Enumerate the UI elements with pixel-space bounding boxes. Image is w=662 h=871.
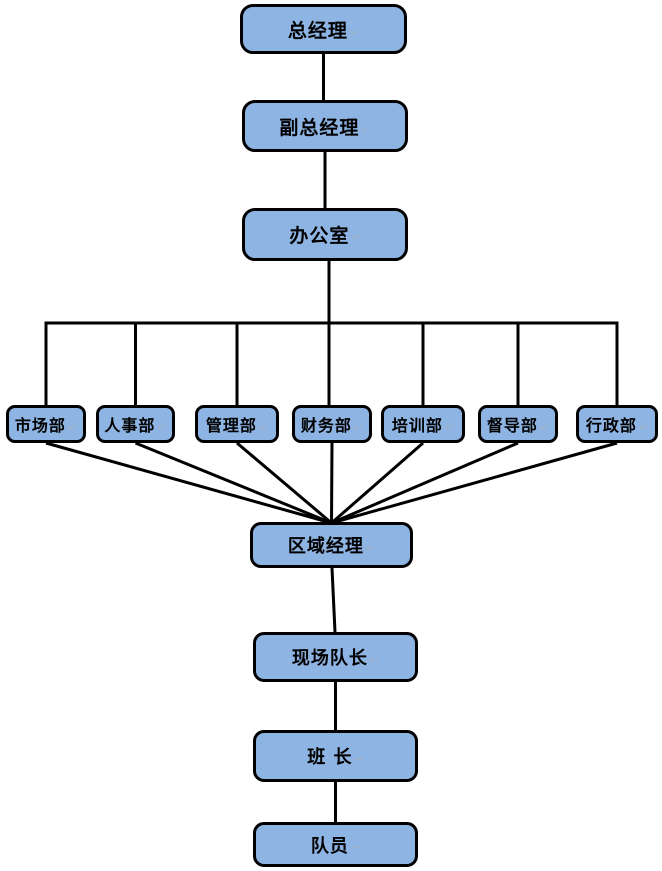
paragraph-mark-icon: ↵ [350,841,361,854]
node-deputy-general-manager: 副总经理↵ [242,100,408,152]
paragraph-mark-icon: ↵ [539,420,550,434]
paragraph-mark-icon: ↵ [351,231,361,244]
node-supervision-dept: 督导部↵ [478,405,558,443]
node-label: 班 长 [307,747,353,768]
node-team-member: 队员↵ [253,822,418,867]
node-site-team-leader: 现场队长↵ [253,632,418,682]
edge-marketing-regional [45,441,332,525]
edge-finance-regional [330,442,334,524]
paragraph-mark-icon: ↵ [258,420,269,434]
paragraph-mark-icon: ↵ [157,420,167,434]
edge-hr-regional [134,441,333,525]
node-management-dept: 管理部↵ [195,405,279,443]
node-general-manager: 总经理↵ [240,4,407,54]
paragraph-mark-icon: ↵ [349,25,360,39]
paragraph-mark-icon: ↵ [638,420,649,434]
node-label: 管理部 [205,416,257,435]
paragraph-mark-icon: ↵ [354,752,364,766]
node-label: 办公室 [289,225,350,247]
node-label: 队员 [310,835,349,857]
node-label: 副总经理 [279,116,360,139]
node-label: 行政部 [585,416,637,435]
node-admin-dept: 行政部↵ [576,405,658,443]
node-marketing-dept: 市场部↵ [6,405,86,443]
node-label: 区域经理 [287,536,364,557]
node-label: 现场队长 [291,648,368,669]
edge-admin-regional [331,441,618,525]
node-label: 培训部 [391,416,443,435]
node-hr-dept: 人事部↵ [96,405,175,443]
node-label: 督导部 [486,416,538,435]
node-label: 人事部 [104,416,156,435]
node-training-dept: 培训部↵ [381,405,465,443]
node-label: 总经理 [287,19,348,42]
node-label: 市场部 [14,416,66,435]
paragraph-mark-icon: ↵ [67,420,78,434]
paragraph-mark-icon: ↵ [365,541,376,555]
paragraph-mark-icon: ↵ [361,122,371,136]
edge-supervision-regional [330,441,519,525]
node-office: 办公室↵ [242,208,408,261]
node-finance-dept: 财务部↵ [292,405,372,443]
node-label: 财务部 [300,416,352,435]
edge-training-regional [330,441,424,525]
paragraph-mark-icon: ↵ [353,420,364,434]
edge-management-regional [236,441,333,525]
node-regional-manager: 区域经理↵ [250,522,413,568]
node-squad-leader: 班 长↵ [253,730,418,782]
paragraph-mark-icon: ↵ [369,653,380,667]
edge-regional-site [330,567,337,633]
paragraph-mark-icon: ↵ [444,420,455,434]
